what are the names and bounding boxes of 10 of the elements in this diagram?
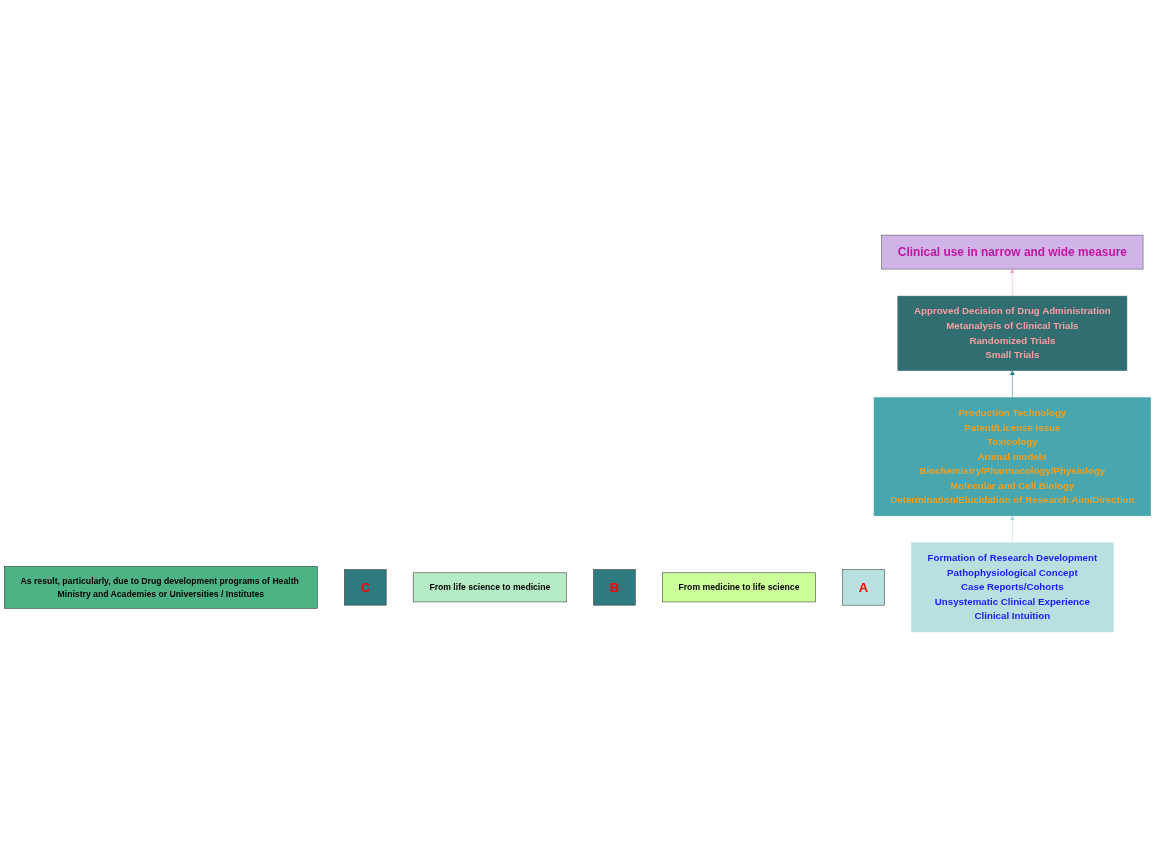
node-box: A: [842, 569, 885, 606]
node-box: Approved Decision of Drug Administration Metanalysis of Clinical Trials Randomized Trials Small Trials: [897, 295, 1128, 371]
node-box: From life science to medicine: [412, 572, 567, 603]
node-box: Production Technology Patent/License Issue Toxicology Animal models Biochemistry/Pharmacology/Physiology Molecular and Cell Biology Determination/Elucidation of Research Aim/Direction: [873, 397, 1151, 517]
node-box: From medicine to life science: [662, 572, 816, 603]
node-box: B: [593, 569, 636, 606]
node-box: As result, particularly, due to Drug development programs of Health Ministry and Academies or Universities / Institutes: [4, 566, 318, 609]
node-box: Clinical use in narrow and wide measure: [881, 234, 1144, 270]
node-box: C: [344, 569, 387, 606]
node-box: Formation of Research Development Pathophysiological Concept Case Reports/Cohorts Unsystematic Clinical Experience Clinical Intuition: [911, 542, 1114, 633]
